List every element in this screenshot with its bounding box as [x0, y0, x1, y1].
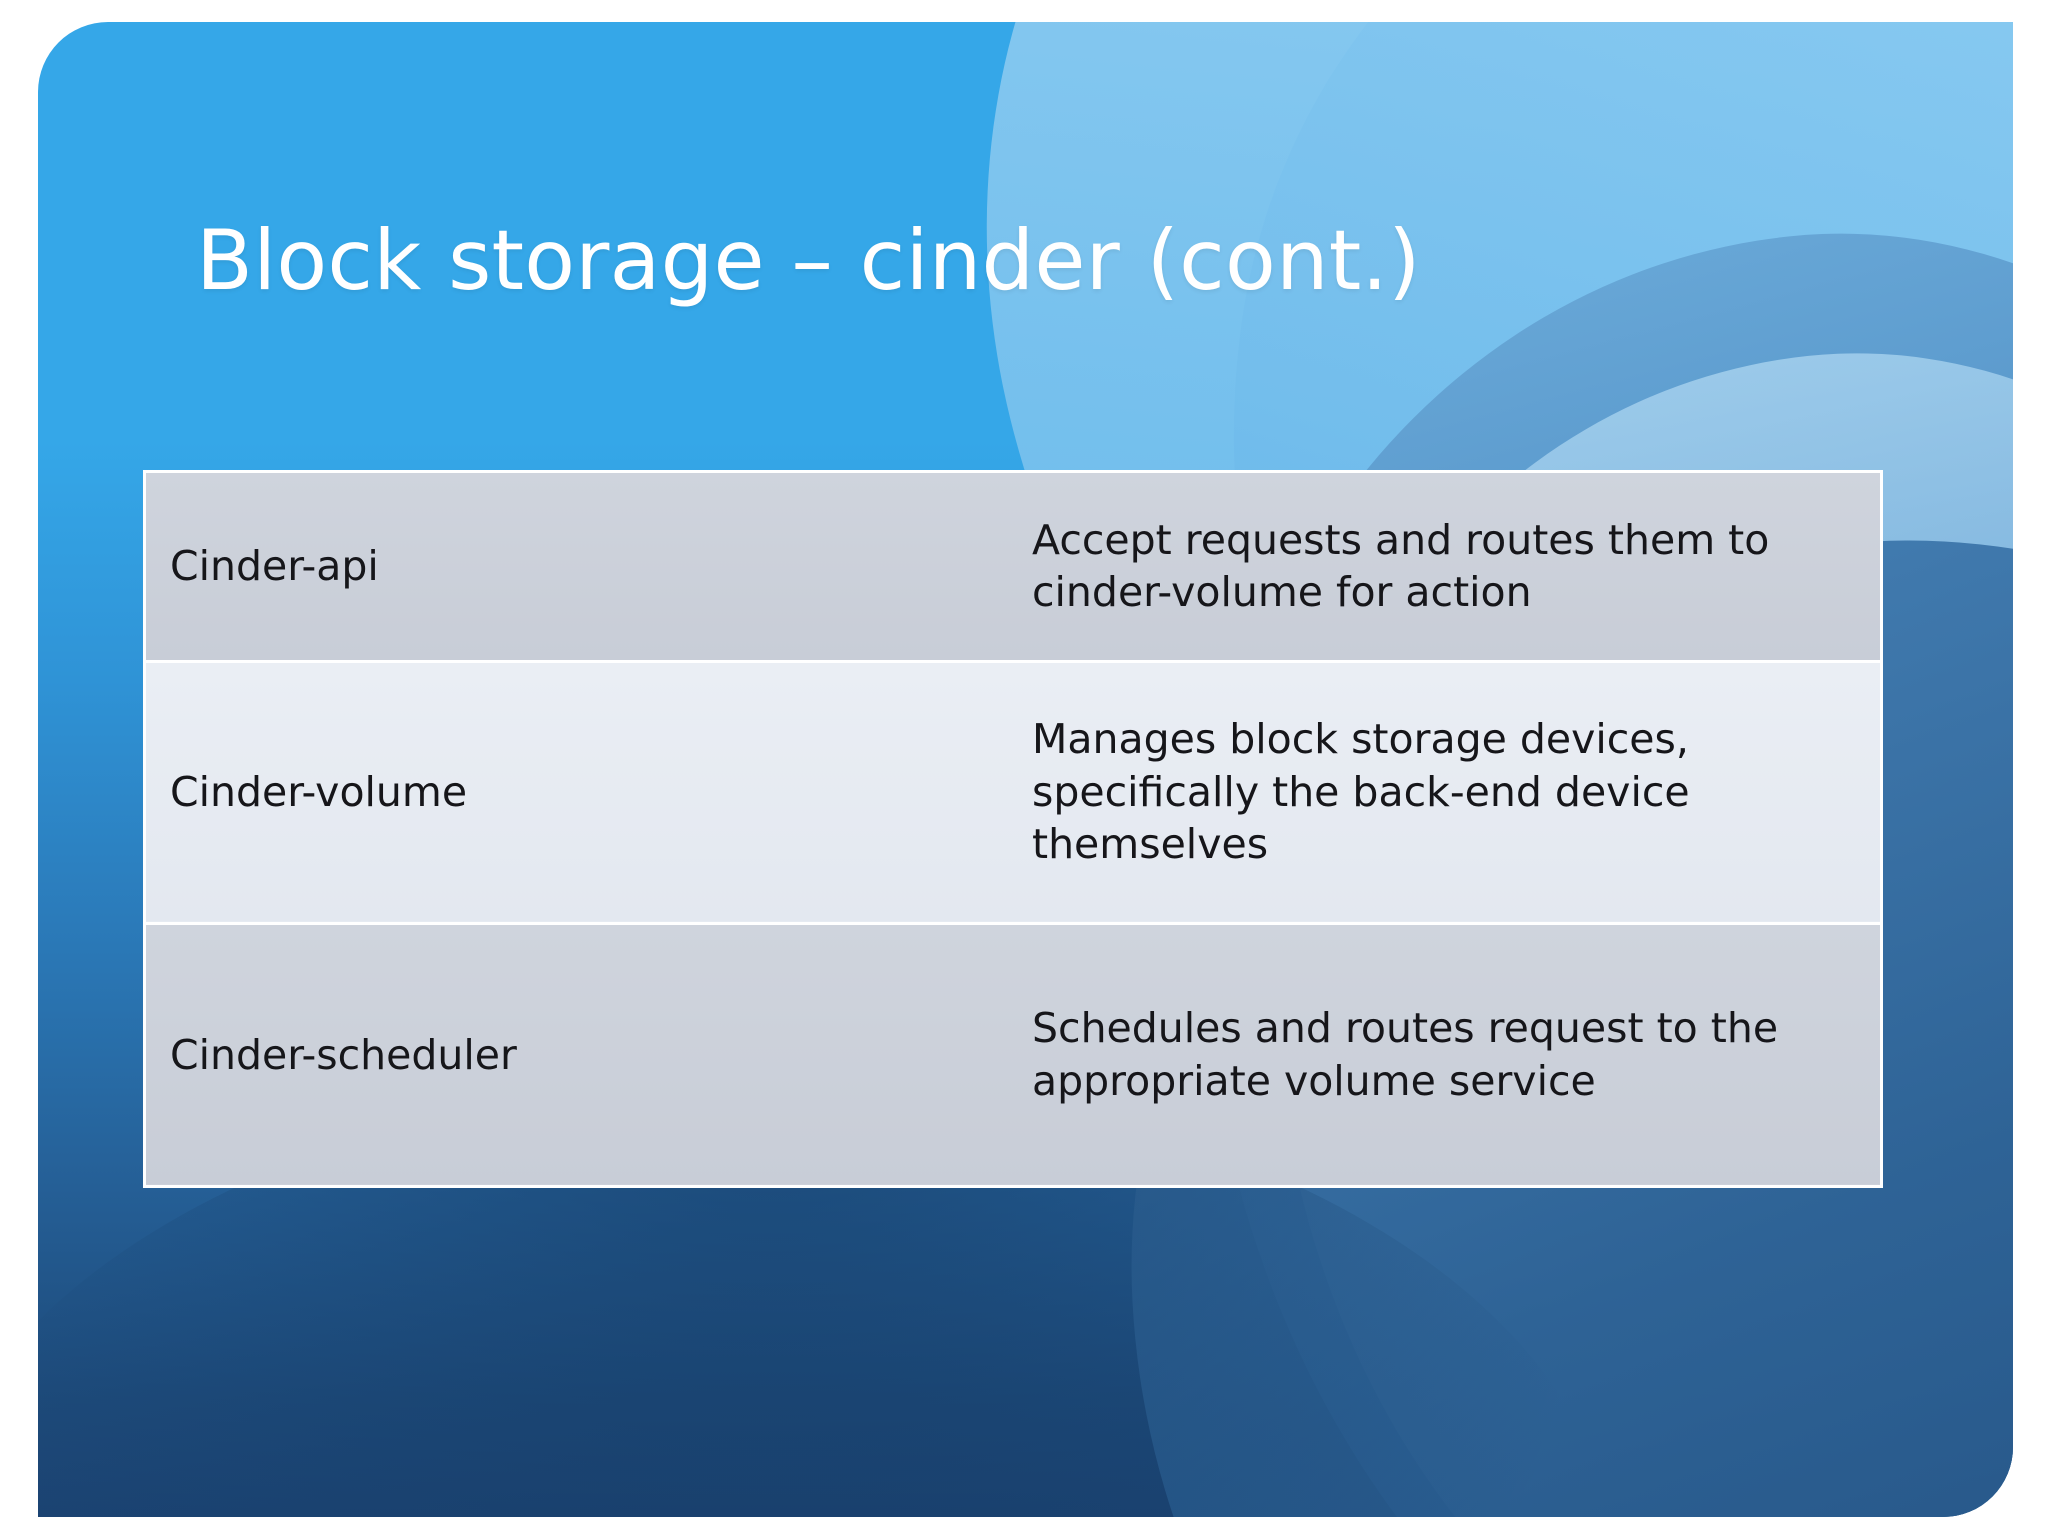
table-cell-component-description: Manages block storage devices, specifica…	[1008, 659, 1880, 923]
table-cell-component-name: Cinder-volume	[146, 659, 1008, 923]
table-row: Cinder-api Accept requests and routes th…	[146, 473, 1880, 661]
component-description-text: Schedules and routes request to the appr…	[1032, 1004, 1779, 1105]
content-table: Cinder-api Accept requests and routes th…	[143, 470, 1883, 1188]
table-cell-component-name: Cinder-scheduler	[146, 921, 1008, 1185]
table-row: Cinder-scheduler Schedules and routes re…	[146, 921, 1880, 1185]
component-name-text: Cinder-scheduler	[170, 1030, 517, 1079]
component-name-text: Cinder-volume	[170, 767, 468, 816]
table-cell-component-name: Cinder-api	[146, 473, 1008, 661]
component-description-text: Manages block storage devices, specifica…	[1032, 715, 1690, 869]
component-name-text: Cinder-api	[170, 542, 379, 591]
table-cell-component-description: Accept requests and routes them to cinde…	[1008, 473, 1880, 661]
slide-title: Block storage – cinder (cont.)	[196, 211, 1421, 309]
component-description-text: Accept requests and routes them to cinde…	[1032, 515, 1770, 617]
table-row: Cinder-volume Manages block storage devi…	[146, 659, 1880, 923]
table-cell-component-description: Schedules and routes request to the appr…	[1008, 921, 1880, 1185]
